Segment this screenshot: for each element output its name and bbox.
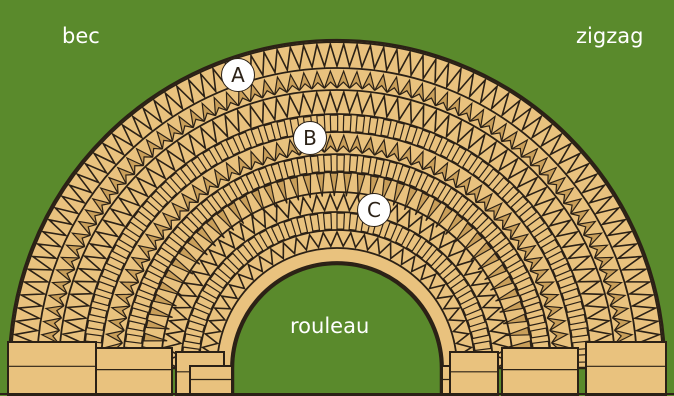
marker-a: A [221,58,255,92]
tooth-mark [324,155,332,171]
impost-block [8,342,96,396]
tooth-mark [356,116,365,133]
label-rouleau: rouleau [290,316,369,337]
label-bec: bec [62,26,100,47]
tooth-mark [330,115,337,131]
tooth-mark [343,115,351,131]
tooth-mark [337,213,344,229]
tooth-mark [349,214,358,231]
impost-block [502,348,578,396]
impost-block [586,342,666,396]
marker-b: B [293,121,327,155]
tooth-mark [349,155,357,172]
label-zigzag: zigzag [576,26,643,47]
marker-c: C [357,193,391,227]
impost-block [190,366,232,396]
tooth-mark [323,213,331,229]
tooth-mark [337,155,344,171]
tooth-mark [310,156,319,173]
impost-block [450,352,498,396]
impost-block [96,348,172,396]
